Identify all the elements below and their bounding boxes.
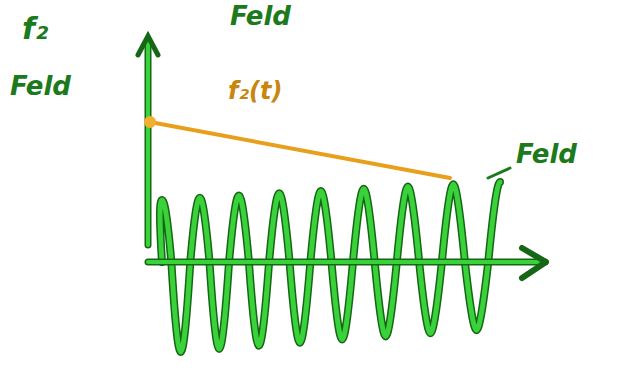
leader-dash [488,168,510,178]
vertical-axis [146,40,150,245]
field-word: Feld [516,140,577,169]
top-word: Feld [230,2,291,31]
function-symbol: f₂ [22,12,48,45]
wave-line [160,182,500,352]
wave-outline [160,182,500,352]
horizontal-axis [148,260,545,264]
oscillation-wave [160,182,500,352]
horizontal-axis-outline [148,259,545,266]
envelope-line [150,122,450,178]
horizontal-axis-arrow [522,248,546,278]
envelope-label: f₂(t) [228,78,282,104]
vertical-axis-arrow [138,36,158,55]
start-dot [144,116,156,128]
oscillation-outline [160,182,500,352]
axis-word: Feld [10,72,71,101]
vertical-axis-outline [145,40,152,245]
